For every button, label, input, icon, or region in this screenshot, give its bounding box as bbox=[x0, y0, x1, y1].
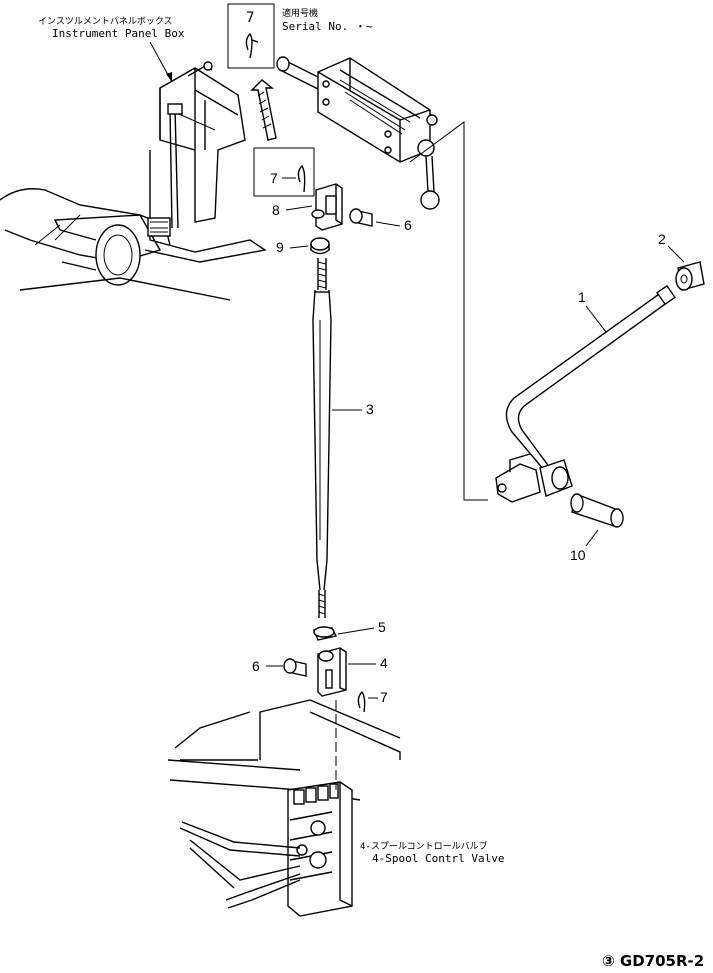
lower-clevis-assembly: 5 4 6 7 bbox=[252, 619, 388, 713]
callout-6-upper: 6 bbox=[404, 217, 412, 233]
panel-box-label-jp: インスツルメントパネルボックス bbox=[38, 16, 173, 27]
rod-part-3: 3 bbox=[312, 258, 374, 618]
valve-label-en: 4-Spool Contrl Valve bbox=[372, 852, 504, 865]
callout-7-lower: 7 bbox=[380, 689, 388, 705]
callout-3: 3 bbox=[366, 401, 374, 417]
panel-box-label: インスツルメントパネルボックス Instrument Panel Box bbox=[38, 16, 185, 83]
callout-4: 4 bbox=[380, 655, 388, 671]
valve-label-jp: 4-スプールコントロールバルブ bbox=[360, 840, 488, 852]
serial-detail: 7 適用号機 Serial No. ・~ bbox=[227, 3, 373, 141]
spool-control-valve: 4-スプールコントロールバルブ 4-Spool Contrl Valve bbox=[167, 699, 504, 917]
callout-5: 5 bbox=[378, 619, 386, 635]
connector-line bbox=[409, 121, 488, 501]
serial-label-jp: 適用号機 bbox=[282, 7, 318, 19]
bushing-part-10: 10 bbox=[570, 493, 624, 563]
upper-clevis-assembly: 7 8 6 9 bbox=[253, 147, 412, 255]
serial-detail-callout: 7 bbox=[246, 10, 254, 26]
left-switch-motor bbox=[0, 188, 231, 301]
instrument-panel-box bbox=[144, 61, 267, 263]
drawing-code: ③ GD705R-2 bbox=[602, 952, 704, 970]
callout-10: 10 bbox=[570, 547, 586, 563]
callout-7-upper: 7 bbox=[270, 170, 278, 186]
knob-part-2: 2 bbox=[658, 231, 705, 291]
lever-bracket bbox=[276, 56, 440, 210]
callout-9: 9 bbox=[276, 239, 284, 255]
lever-part-1: 1 bbox=[495, 284, 676, 503]
callout-8: 8 bbox=[272, 202, 280, 218]
callout-6-lower: 6 bbox=[252, 658, 260, 674]
panel-box-label-en: Instrument Panel Box bbox=[52, 27, 185, 40]
callout-2: 2 bbox=[658, 231, 666, 247]
serial-label-en: Serial No. ・~ bbox=[282, 20, 373, 33]
callout-1: 1 bbox=[578, 289, 586, 305]
